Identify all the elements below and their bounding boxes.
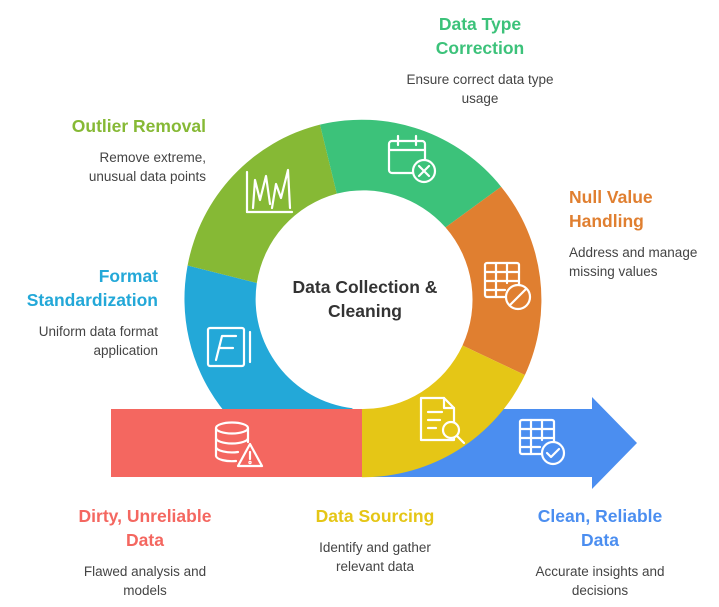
outlier-desc: Remove extreme, unusual data points: [88, 150, 206, 184]
label-null-value-handling: Null Value Handling Address and manage m…: [569, 185, 717, 281]
format-desc: Uniform data format application: [38, 324, 158, 358]
dirty-data-title: Dirty, Unreliable Data: [78, 506, 212, 550]
label-clean-data: Clean, Reliable Data Accurate insights a…: [505, 504, 695, 600]
format-title: Format Standardization: [26, 266, 158, 310]
label-outlier-removal: Outlier Removal Remove extreme, unusual …: [20, 114, 206, 186]
label-data-sourcing: Data Sourcing Identify and gather releva…: [285, 504, 465, 576]
dirty-data-desc: Flawed analysis and models: [83, 564, 207, 598]
label-data-type-correction: Data Type Correction Ensure correct data…: [370, 12, 590, 108]
chart-outlier-icon: [245, 168, 294, 214]
null-value-desc: Address and manage missing values: [569, 245, 698, 279]
center-title: Data Collection & Cleaning: [292, 277, 438, 321]
null-value-title: Null Value Handling: [569, 187, 653, 231]
data-type-title: Data Type Correction: [435, 14, 525, 58]
segment-outlier-removal: [187, 124, 337, 283]
label-dirty-data: Dirty, Unreliable Data Flawed analysis a…: [50, 504, 240, 600]
clean-data-title: Clean, Reliable Data: [537, 506, 663, 550]
table-null-icon: [483, 261, 532, 311]
calendar-x-icon: [387, 134, 437, 184]
clean-data-desc: Accurate insights and decisions: [535, 564, 665, 598]
data-sourcing-title: Data Sourcing: [315, 506, 435, 526]
data-sourcing-desc: Identify and gather relevant data: [319, 540, 431, 574]
document-search-icon: [419, 396, 466, 445]
format-icon: [206, 326, 252, 368]
outlier-title: Outlier Removal: [71, 116, 206, 136]
table-check-icon: [518, 418, 566, 466]
database-warning-icon: [214, 421, 264, 468]
label-format-standardization: Format Standardization Uniform data form…: [4, 264, 158, 360]
data-type-desc: Ensure correct data type usage: [406, 72, 554, 106]
segment-data-sourcing: [362, 345, 525, 478]
